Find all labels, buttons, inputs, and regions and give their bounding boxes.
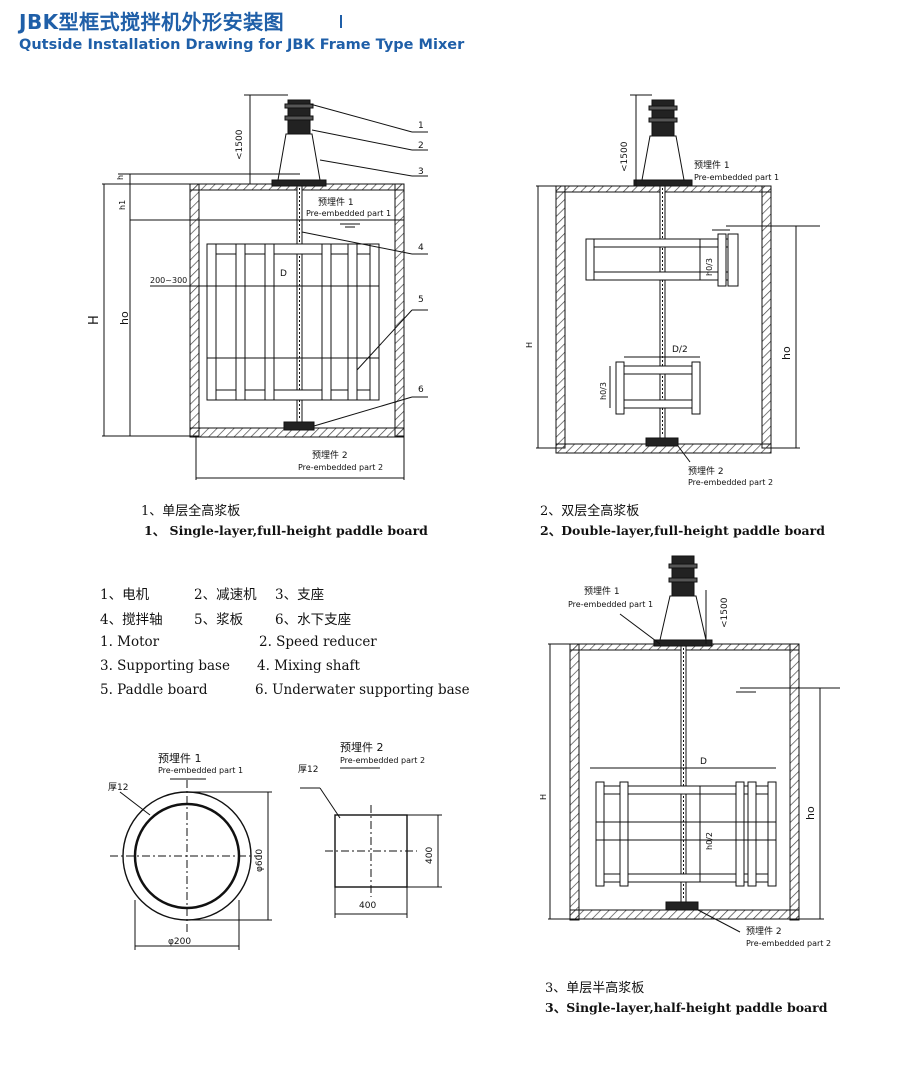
- part2-cn: 预埋件 2: [746, 925, 782, 937]
- paddle-board: [206, 243, 380, 401]
- part2-detail-title-en: Pre-embedded part 2: [340, 756, 425, 765]
- caption-1-cn: 1、单层全高浆板: [141, 504, 241, 519]
- dim-ho: ho: [780, 346, 793, 360]
- dim-D: D: [280, 269, 287, 279]
- dim-h0-3-top: h0/3: [705, 258, 714, 276]
- dim-motor-height: <1500: [620, 141, 630, 172]
- upper-paddle: [585, 233, 739, 287]
- diagram-3-labels: 预埋件 1 Pre-embedded part 1 <1500 H ho h0/…: [539, 585, 831, 948]
- part1-detail-title-cn: 预埋件 1: [158, 752, 202, 765]
- dim-H: H: [539, 794, 548, 800]
- dim-h0-2: h0/2: [705, 832, 714, 850]
- legend-en-5: 5. Paddle board: [100, 682, 208, 698]
- callout-1: 1: [418, 121, 424, 131]
- part1-detail-drawing: [110, 778, 272, 950]
- legend-cn-4: 4、搅拌轴: [100, 612, 163, 628]
- title-divider: [340, 15, 342, 28]
- part1-thickness: 厚12: [108, 782, 128, 793]
- part2-en: Pre-embedded part 2: [688, 478, 773, 487]
- page-title-cn: JBK型框式搅拌机外形安装图: [19, 10, 285, 34]
- callout-4: 4: [418, 243, 424, 253]
- legend-en-6: 6. Underwater supporting base: [255, 682, 470, 698]
- diagram-2-double-layer-full-height: [536, 94, 820, 463]
- dim-motor-height: <1500: [235, 129, 245, 160]
- part1-en: Pre-embedded part 1: [694, 173, 779, 182]
- speed-reducer: [277, 133, 321, 181]
- callout-5: 5: [418, 295, 424, 305]
- legend-en-1: 1. Motor: [100, 634, 160, 650]
- caption-1-en: 1、 Single-layer,full-height paddle board: [144, 523, 428, 538]
- page-title-en: Qutside Installation Drawing for JBK Fra…: [19, 37, 465, 53]
- legend-cn-1: 1、电机: [100, 587, 150, 603]
- legend-cn-2: 2、减速机: [194, 587, 257, 603]
- dim-H: H: [525, 342, 534, 348]
- callout-2: 2: [418, 141, 424, 151]
- legend-en-3: 3. Supporting base: [100, 658, 230, 674]
- part2-cn: 预埋件 2: [312, 449, 348, 461]
- part2-detail-title-cn: 预埋件 2: [340, 741, 384, 754]
- dim-clearance: 200~300: [150, 276, 187, 285]
- lower-paddle: [615, 361, 701, 415]
- dim-H: H: [87, 315, 102, 325]
- callout-6: 6: [418, 385, 424, 395]
- part1-detail-title-en: Pre-embedded part 1: [158, 766, 243, 775]
- part1-cn: 预埋件 1: [584, 585, 620, 597]
- underwater-support: [283, 421, 315, 431]
- caption-3-cn: 3、单层半高浆板: [545, 981, 645, 996]
- diagram-1-labels: 1 2 3 4 5 6 <1500 H h h1 ho 200~300 D 预埋…: [87, 121, 424, 472]
- part2-en: Pre-embedded part 2: [298, 463, 383, 472]
- diagram-2-labels: <1500 预埋件 1 Pre-embedded part 1 H ho h0/…: [525, 141, 793, 487]
- dim-plate-width: 400: [359, 901, 376, 911]
- part2-cn: 预埋件 2: [688, 465, 724, 477]
- part2-en: Pre-embedded part 2: [746, 939, 831, 948]
- speed-reducer: [641, 135, 685, 181]
- dim-motor-height: <1500: [720, 597, 730, 628]
- legend-en-2: 2. Speed reducer: [259, 634, 377, 650]
- dim-outer-diameter: φ600: [255, 849, 265, 872]
- part2-detail-labels: 预埋件 2 Pre-embedded part 2 厚12 400 400: [298, 741, 435, 911]
- dim-inner-diameter: φ200: [168, 937, 191, 947]
- legend-cn-6: 6、水下支座: [275, 612, 352, 628]
- dim-h1: h1: [118, 200, 127, 210]
- caption-2-cn: 2、双层全高浆板: [540, 504, 640, 519]
- part1-detail-labels: 预埋件 1 Pre-embedded part 1 厚12 φ600 φ200: [108, 752, 265, 947]
- motor: [671, 555, 695, 597]
- legend-en-4: 4. Mixing shaft: [257, 658, 360, 674]
- legend-cn-5: 5、浆板: [194, 612, 244, 628]
- speed-reducer: [659, 595, 707, 641]
- part1-en: Pre-embedded part 1: [306, 209, 391, 218]
- dim-ho: ho: [118, 311, 131, 325]
- dim-ho: ho: [804, 806, 817, 820]
- diagram-3-single-layer-half-height: [548, 555, 840, 933]
- supporting-base: [271, 179, 327, 187]
- part1-cn: 预埋件 1: [694, 159, 730, 171]
- caption-2-en: 2、Double-layer,full-height paddle board: [540, 523, 825, 538]
- dim-h: h: [116, 175, 125, 180]
- part2-detail-drawing: [300, 767, 442, 918]
- dim-plate-height: 400: [425, 847, 435, 864]
- dim-D-half: D/2: [672, 345, 688, 355]
- tank-wall-left: [189, 183, 200, 437]
- part2-thickness: 厚12: [298, 764, 318, 775]
- diagram-1-single-layer-full-height: [102, 94, 428, 480]
- dim-h0-3-bottom: h0/3: [599, 382, 608, 400]
- legend-cn-3: 3、支座: [275, 587, 325, 603]
- tank-wall-right: [394, 183, 405, 437]
- paddle-board: [595, 781, 777, 887]
- part1-cn: 预埋件 1: [318, 196, 354, 208]
- part1-en: Pre-embedded part 1: [568, 600, 653, 609]
- dim-D: D: [700, 757, 707, 767]
- callout-3: 3: [418, 167, 424, 177]
- caption-3-en: 3、Single-layer,half-height paddle board: [545, 1000, 828, 1015]
